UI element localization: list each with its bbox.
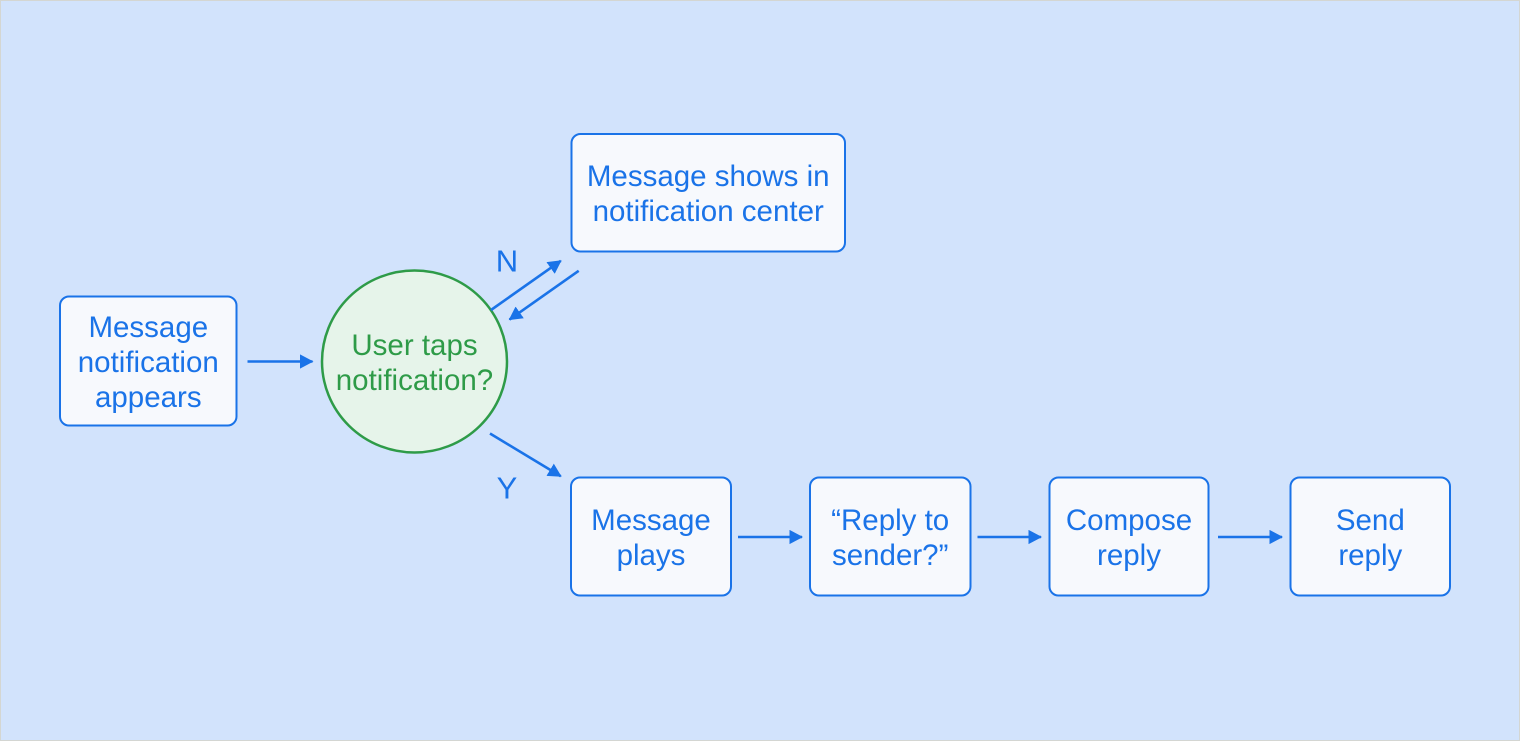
svg-text:Compose: Compose	[1066, 504, 1192, 537]
svg-text:notification?: notification?	[336, 364, 493, 397]
svg-text:N: N	[496, 243, 518, 278]
svg-text:notification: notification	[78, 346, 219, 379]
svg-text:User taps: User taps	[351, 329, 477, 362]
svg-text:appears: appears	[95, 381, 202, 414]
svg-text:reply: reply	[1338, 539, 1402, 572]
svg-text:Message shows in: Message shows in	[587, 160, 830, 193]
svg-text:Message: Message	[88, 311, 208, 344]
svg-text:notification center: notification center	[593, 195, 824, 228]
svg-text:reply: reply	[1097, 539, 1161, 572]
svg-text:Message: Message	[591, 504, 711, 537]
svg-text:Y: Y	[497, 470, 518, 505]
svg-text:sender?”: sender?”	[832, 539, 948, 572]
svg-text:Send: Send	[1336, 504, 1405, 537]
svg-text:“Reply to: “Reply to	[831, 504, 949, 537]
svg-text:plays: plays	[617, 539, 686, 572]
